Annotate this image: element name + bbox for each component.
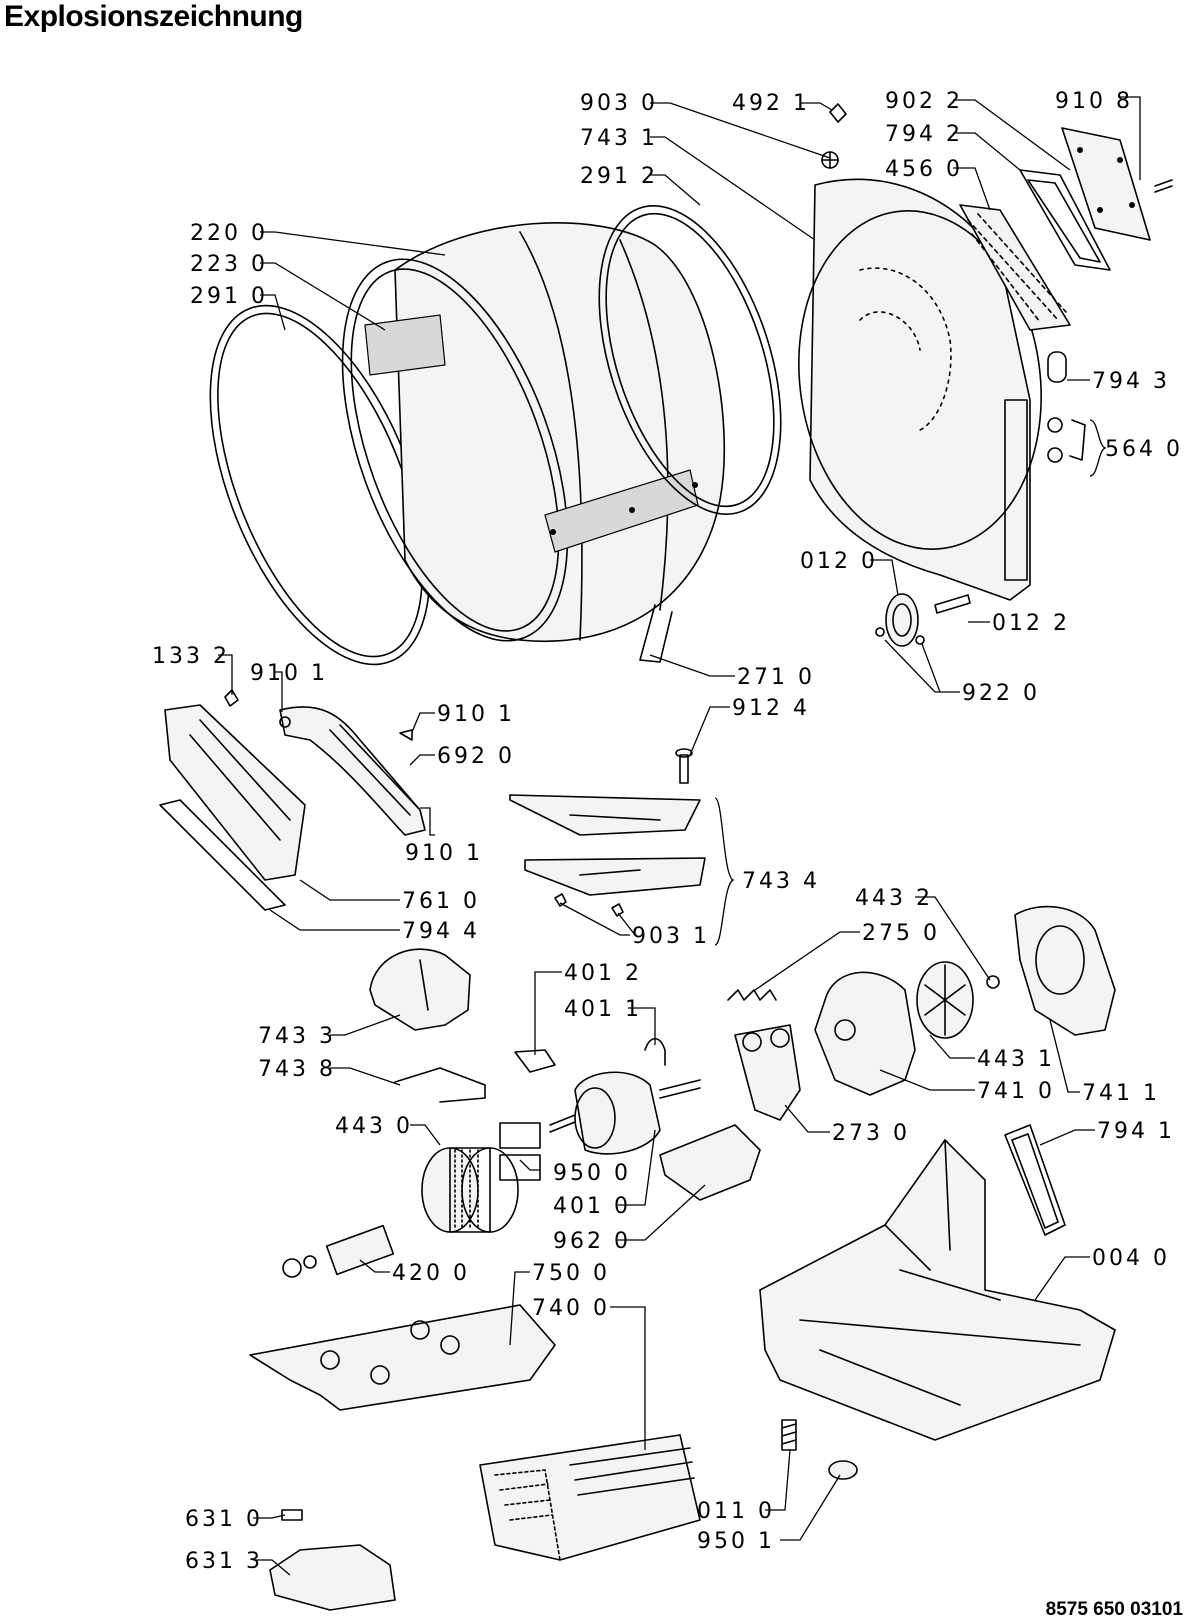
document-number: 8575 650 03101 bbox=[1045, 1599, 1183, 1620]
callout-631-3: 631 3 bbox=[185, 1549, 263, 1574]
callout-223-0: 223 0 bbox=[190, 252, 268, 277]
screw-910-1a bbox=[399, 729, 413, 741]
callout-922-0: 922 0 bbox=[962, 681, 1040, 706]
foot-pad bbox=[828, 1460, 858, 1480]
callout-401-1: 401 1 bbox=[564, 997, 642, 1022]
nut-443-2 bbox=[986, 975, 1000, 989]
callout-401-2: 401 2 bbox=[564, 961, 642, 986]
callout-794-3: 794 3 bbox=[1092, 369, 1170, 394]
callout-794-1: 794 1 bbox=[1097, 1119, 1175, 1144]
tension-spring bbox=[727, 989, 777, 1001]
callout-912-4: 912 4 bbox=[732, 696, 810, 721]
callout-492-1: 492 1 bbox=[732, 91, 810, 116]
callout-443-2: 443 2 bbox=[855, 886, 933, 911]
callout-443-1: 443 1 bbox=[977, 1047, 1055, 1072]
callout-950-1: 950 1 bbox=[697, 1529, 775, 1554]
callout-275-0: 275 0 bbox=[862, 921, 940, 946]
callout-743-1: 743 1 bbox=[580, 126, 658, 151]
fan-housing bbox=[1014, 905, 1116, 1036]
callout-950-0: 950 0 bbox=[553, 1161, 631, 1186]
page-title: Explosionszeichnung bbox=[4, 0, 303, 33]
screw-903 bbox=[821, 151, 839, 169]
callout-631-0: 631 0 bbox=[185, 1507, 263, 1532]
filter-seal bbox=[159, 799, 286, 911]
callout-012-2: 012 2 bbox=[992, 611, 1070, 636]
gasket-frame bbox=[1019, 169, 1111, 271]
callout-794-2: 794 2 bbox=[885, 122, 963, 147]
screw-912-4 bbox=[675, 748, 693, 784]
heat-exchanger bbox=[479, 1434, 701, 1561]
drive-motor bbox=[549, 1071, 701, 1155]
callout-962-0: 962 0 bbox=[553, 1229, 631, 1254]
rear-panel bbox=[798, 178, 1042, 601]
callout-910-1-top: 910 1 bbox=[250, 661, 328, 686]
handle-bracket bbox=[279, 706, 426, 836]
callout-273-0: 273 0 bbox=[832, 1121, 910, 1146]
callout-271-0: 271 0 bbox=[737, 665, 815, 690]
callout-692-0: 692 0 bbox=[437, 744, 515, 769]
filter-grille bbox=[959, 204, 1071, 331]
callout-743-4: 743 4 bbox=[742, 869, 820, 894]
callout-443-0: 443 0 bbox=[335, 1114, 413, 1139]
screw-910-8 bbox=[1154, 179, 1173, 193]
callout-741-0: 741 0 bbox=[977, 1079, 1055, 1104]
seal-ring-rear bbox=[598, 205, 782, 515]
callout-903-1: 903 1 bbox=[632, 924, 710, 949]
belt-tensioner bbox=[734, 1024, 801, 1121]
hinge-set bbox=[1047, 417, 1086, 463]
spacer-plates bbox=[499, 1122, 541, 1181]
callout-740-0: 740 0 bbox=[532, 1296, 610, 1321]
callout-291-0: 291 0 bbox=[190, 284, 268, 309]
callout-456-0: 456 0 bbox=[885, 157, 963, 182]
callout-910-1-mid: 910 1 bbox=[437, 702, 515, 727]
connector-631-0 bbox=[281, 1509, 303, 1521]
callout-903-0: 903 0 bbox=[580, 91, 658, 116]
callout-291-2: 291 2 bbox=[580, 164, 658, 189]
callout-133-2: 133 2 bbox=[152, 644, 230, 669]
callout-750-0: 750 0 bbox=[532, 1261, 610, 1286]
clip-133-2 bbox=[224, 689, 239, 707]
callout-labels: 903 0 492 1 743 1 291 2 902 2 910 8 794 … bbox=[152, 89, 1183, 1574]
callout-420-0: 420 0 bbox=[392, 1261, 470, 1286]
base-frame bbox=[759, 1139, 1116, 1441]
callout-004-0: 004 0 bbox=[1092, 1246, 1170, 1271]
callout-761-0: 761 0 bbox=[402, 889, 480, 914]
callout-220-0: 220 0 bbox=[190, 221, 268, 246]
capacitor bbox=[282, 1224, 395, 1278]
adjustable-foot-screw bbox=[781, 1419, 797, 1451]
callout-743-3: 743 3 bbox=[258, 1024, 336, 1049]
motor-cover bbox=[369, 948, 471, 1031]
callout-011-0: 011 0 bbox=[697, 1499, 775, 1524]
callout-012-0: 012 0 bbox=[800, 549, 878, 574]
callout-910-8: 910 8 bbox=[1055, 89, 1133, 114]
drum bbox=[341, 222, 726, 663]
base-plate bbox=[249, 1304, 556, 1411]
wire-bracket bbox=[394, 1067, 486, 1103]
callout-401-0: 401 0 bbox=[553, 1194, 631, 1219]
cover-plate bbox=[1061, 127, 1151, 241]
callout-741-1: 741 1 bbox=[1082, 1081, 1160, 1106]
callout-910-1-low: 910 1 bbox=[405, 841, 483, 866]
leader-lines bbox=[218, 96, 1141, 1576]
callout-743-8: 743 8 bbox=[258, 1057, 336, 1082]
callout-794-4: 794 4 bbox=[402, 919, 480, 944]
blower-housing bbox=[814, 971, 916, 1096]
fan-impeller bbox=[916, 961, 974, 1039]
bracket-631-3 bbox=[269, 1544, 396, 1611]
blower-wheel-443-0 bbox=[421, 1147, 519, 1233]
internal-duct-upper bbox=[509, 794, 701, 836]
lint-filter-housing bbox=[164, 704, 306, 881]
motor-clamp-401-1 bbox=[644, 1037, 666, 1066]
clip-492 bbox=[829, 103, 847, 123]
callout-902-2: 902 2 bbox=[885, 89, 963, 114]
rear-bearing bbox=[875, 593, 971, 647]
clips-903-1 bbox=[554, 893, 624, 917]
callout-564-0: 564 0 bbox=[1105, 437, 1183, 462]
motor-bracket bbox=[659, 1124, 761, 1201]
internal-duct-lower bbox=[524, 857, 706, 896]
oring-794-3 bbox=[1047, 351, 1067, 383]
gasket-794-1 bbox=[1004, 1124, 1066, 1236]
